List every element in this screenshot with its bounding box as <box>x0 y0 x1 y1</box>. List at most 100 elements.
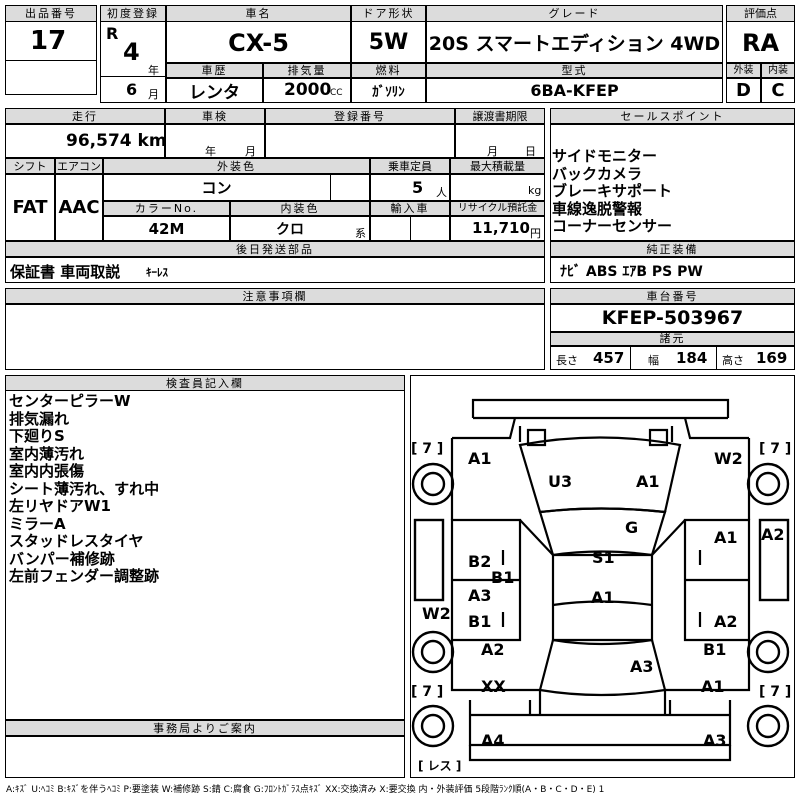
tire-front-right: [ 7 ] <box>759 441 792 457</box>
reg-divider <box>100 76 166 77</box>
office-box <box>5 736 405 778</box>
recycle-label: リサイクル預託金 <box>450 201 545 216</box>
chassis-number: KFEP-503967 <box>601 307 744 329</box>
transfer-month-unit: 月 <box>487 145 498 158</box>
equipment-box <box>550 257 795 283</box>
lot-number: 17 <box>30 26 67 56</box>
transfer-box <box>455 124 545 158</box>
inspector-note: 室内内張傷 <box>9 462 85 480</box>
inspector-note: スタッドレスタイヤ <box>9 532 144 550</box>
history-label: 車歴 <box>166 63 263 78</box>
damage-mark: A1 <box>591 588 615 607</box>
inspector-note: 室内薄汚れ <box>9 444 85 463</box>
recycle: 11,710 <box>472 219 530 237</box>
capacity-box <box>370 174 450 201</box>
car-name: CX-5 <box>228 28 289 57</box>
damage-mark: B1 <box>468 612 492 631</box>
shift-label: シフト <box>5 158 55 174</box>
sales-points-label: セールスポイント <box>550 108 795 124</box>
specs-box <box>550 346 795 370</box>
model-box <box>426 78 723 103</box>
after-parts-main: 保証書 車両取説 <box>10 263 121 281</box>
damage-mark: A3 <box>630 657 654 676</box>
width: 184 <box>676 349 708 367</box>
lot-number-label: 出品番号 <box>5 5 97 22</box>
inspector-note: 左リヤドアW1 <box>9 497 111 515</box>
width-label: 幅 <box>648 354 659 367</box>
inspector-note: 左前フェンダー調整跡 <box>9 567 160 585</box>
specs-div1 <box>630 346 631 370</box>
inspector-note: バンパー補修跡 <box>9 549 115 568</box>
mileage-box <box>5 124 165 158</box>
color-no-box <box>103 216 230 241</box>
car-diagram-box <box>410 375 795 778</box>
mileage-label: 走行 <box>5 108 165 124</box>
ext-color-box <box>103 174 370 201</box>
inspector-note: ミラーA <box>9 514 66 533</box>
damage-mark: A2 <box>761 525 785 544</box>
damage-mark: G <box>625 518 639 537</box>
height: 169 <box>756 349 788 367</box>
import-divider <box>410 216 411 241</box>
max-load-box <box>450 174 545 201</box>
damage-mark: W2 <box>422 604 451 623</box>
score: RA <box>741 28 780 57</box>
after-parts-box <box>5 257 545 283</box>
inspector-note: 下廻りS <box>9 427 65 445</box>
color-no: 42M <box>148 219 185 238</box>
chassis-label: 車台番号 <box>550 288 795 304</box>
fuel: ｶﾞｿﾘﾝ <box>372 85 405 100</box>
exterior-grade: D <box>736 80 751 101</box>
caution-label: 注意事項欄 <box>5 288 545 304</box>
displacement-unit: CC <box>330 88 343 98</box>
car-history: レンタ <box>189 83 240 103</box>
displacement-box <box>263 78 351 103</box>
exterior-box <box>726 78 761 103</box>
transfer-label: 譲渡書期限 <box>455 108 545 124</box>
grade-label: グレード <box>426 5 723 22</box>
inspection-label: 車検 <box>165 108 265 124</box>
capacity: 5 <box>412 178 424 197</box>
ext-color-label: 外装色 <box>103 158 370 174</box>
model: 6BA-KFEP <box>530 81 619 100</box>
inspection-box <box>165 124 265 158</box>
max-load-label: 最大積載量 <box>450 158 545 174</box>
mileage: 96,574 km <box>66 131 167 151</box>
displacement: 2000 <box>284 80 332 100</box>
inspection-year-unit: 年 <box>205 145 216 158</box>
damage-mark: B2 <box>468 552 492 571</box>
legend: A:ｷｽﾞ U:ﾍｺﾐ B:ｷｽﾞを伴うﾍｺﾐ P:要塗装 W:補修跡 S:錆 … <box>6 785 605 795</box>
reg-year-unit: 年 <box>148 64 159 77</box>
inspector-note: センターピラーW <box>9 392 131 410</box>
specs-div2 <box>716 346 717 370</box>
ac: AAC <box>58 197 100 218</box>
height-label: 高さ <box>722 354 744 367</box>
sales-points-list: サイドモニター バックカメラ ブレーキサポート 車線逸脱警報 コーナーセンサー <box>552 147 792 236</box>
reg-month-unit: 月 <box>148 88 159 101</box>
after-parts-keyless: ｷｰﾚｽ <box>146 266 168 279</box>
equipment: ﾅﾋﾞ ABS ｴｱB PS PW <box>560 264 703 280</box>
spare-tire: [ レス ] <box>418 759 462 773</box>
sales-point-item: サイドモニター <box>552 147 658 165</box>
ac-label: エアコン <box>55 158 103 174</box>
damage-mark: A1 <box>468 449 492 468</box>
damage-mark: A1 <box>636 472 660 491</box>
int-color-label: 内装色 <box>230 201 370 216</box>
door-type: 5W <box>368 30 409 55</box>
fuel-label: 燃料 <box>351 63 426 78</box>
length: 457 <box>593 349 625 367</box>
reg-number-box <box>265 124 455 158</box>
damage-mark: A1 <box>714 528 738 547</box>
interior-box <box>761 78 795 103</box>
sales-point-item: コーナーセンサー <box>552 217 673 235</box>
score-label: 評価点 <box>726 5 795 22</box>
displacement-label: 排気量 <box>263 63 351 78</box>
length-label: 長さ <box>556 354 578 367</box>
reg-month: 6 <box>126 80 138 99</box>
grade: 20S スマートエディション 4WD <box>428 33 721 55</box>
tire-rear-left: [ 7 ] <box>411 684 444 700</box>
sales-point-item: 車線逸脱警報 <box>552 199 643 218</box>
int-color-box <box>230 216 370 241</box>
chassis-box <box>550 304 795 332</box>
specs-label: 諸元 <box>550 332 795 346</box>
